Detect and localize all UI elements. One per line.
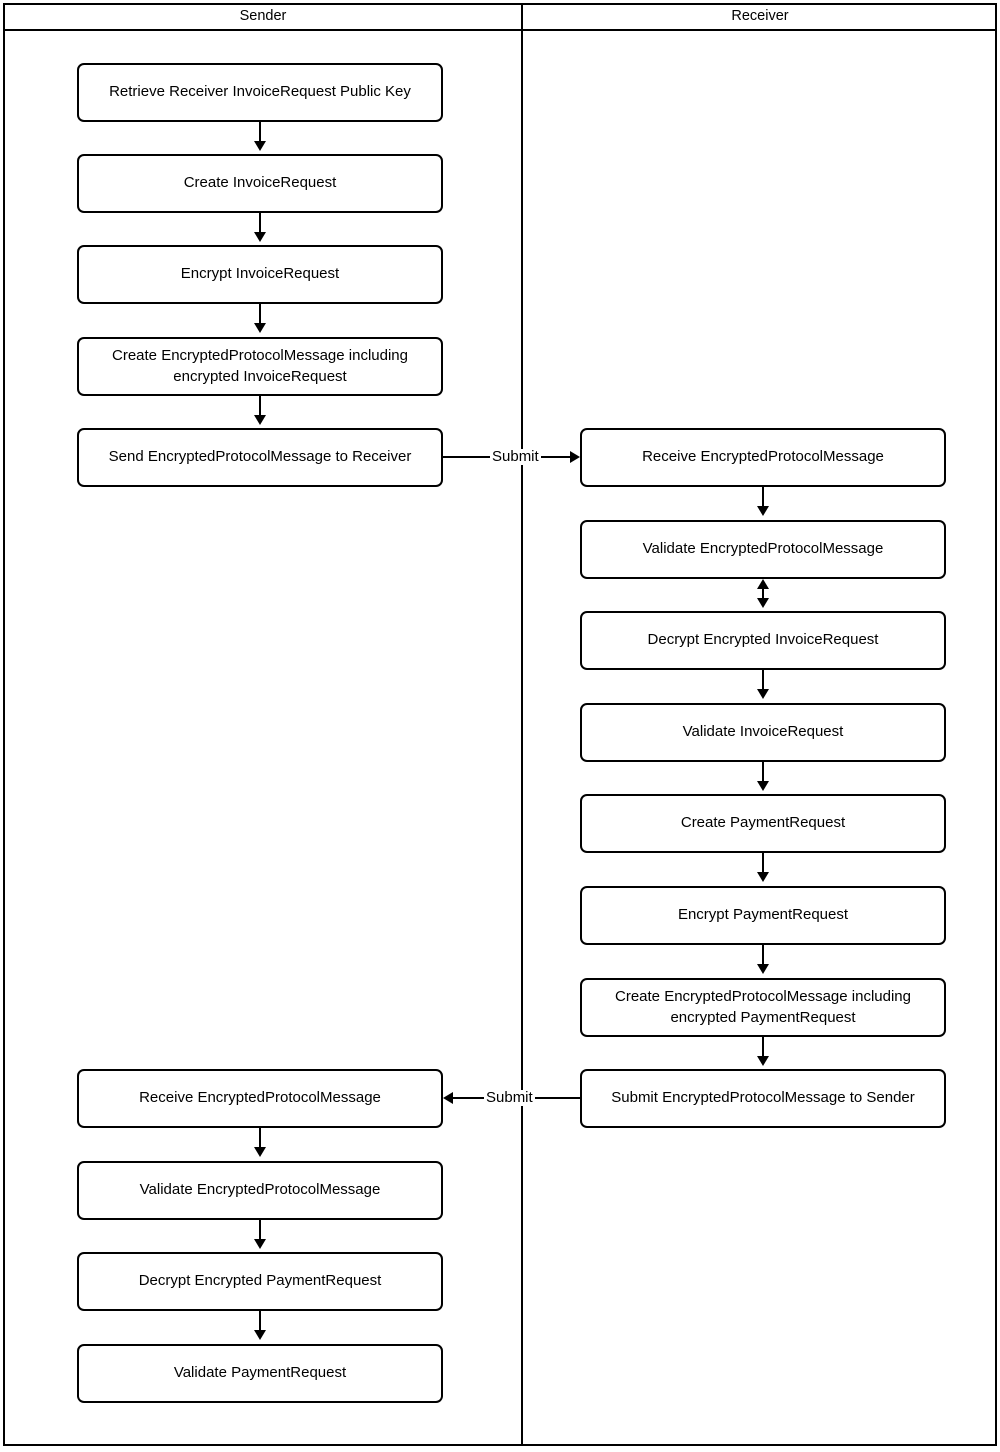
node-validate-epm-sender[interactable]: Validate EncryptedProtocolMessage xyxy=(77,1161,443,1220)
node-validate-epm-receiver[interactable]: Validate EncryptedProtocolMessage xyxy=(580,520,946,579)
connector-r1-r2-arrow xyxy=(757,506,769,516)
connector-s8-s9-arrow xyxy=(254,1330,266,1340)
connector-r3-r4-arrow xyxy=(757,689,769,699)
node-label-line2: encrypted InvoiceRequest xyxy=(173,367,347,385)
connector-s6-s7-line xyxy=(259,1128,261,1148)
connector-s2-s3-arrow xyxy=(254,232,266,242)
node-label-line1: Create EncryptedProtocolMessage includin… xyxy=(112,347,408,365)
connector-r2-r3-line xyxy=(762,586,764,600)
node-label: Decrypt Encrypted InvoiceRequest xyxy=(647,631,879,649)
node-label: Encrypt InvoiceRequest xyxy=(180,265,340,283)
connector-cross-bottom-arrow xyxy=(443,1092,453,1104)
connector-s1-s2-arrow xyxy=(254,141,266,151)
node-encrypt-invoicerequest[interactable]: Encrypt InvoiceRequest xyxy=(77,245,443,304)
connector-s8-s9-line xyxy=(259,1311,261,1331)
connector-cross-top-arrow xyxy=(570,451,580,463)
connector-s7-s8-line xyxy=(259,1220,261,1240)
node-label: Create InvoiceRequest xyxy=(183,174,337,192)
node-validate-invoicerequest[interactable]: Validate InvoiceRequest xyxy=(580,703,946,762)
connector-s4-s5-arrow xyxy=(254,415,266,425)
node-label: Create PaymentRequest xyxy=(680,814,846,832)
connector-r2-r3-arrow-up xyxy=(757,579,769,589)
swimlane-header-rule xyxy=(3,29,997,31)
node-label-line2: encrypted PaymentRequest xyxy=(670,1008,856,1026)
connector-r6-r7-line xyxy=(762,945,764,965)
node-create-paymentrequest[interactable]: Create PaymentRequest xyxy=(580,794,946,853)
connector-s2-s3-line xyxy=(259,213,261,233)
edge-label-submit-to-sender: Submit xyxy=(484,1089,535,1106)
lane-title-sender: Sender xyxy=(239,8,287,24)
connector-r4-r5-arrow xyxy=(757,781,769,791)
connector-s3-s4-arrow xyxy=(254,323,266,333)
connector-s6-s7-arrow xyxy=(254,1147,266,1157)
node-label-line1: Create EncryptedProtocolMessage includin… xyxy=(615,988,911,1006)
node-create-epm-invoicerequest[interactable]: Create EncryptedProtocolMessage includin… xyxy=(77,337,443,396)
connector-s7-s8-arrow xyxy=(254,1239,266,1249)
node-send-epm-to-receiver[interactable]: Send EncryptedProtocolMessage to Receive… xyxy=(77,428,443,487)
connector-s3-s4-line xyxy=(259,304,261,324)
node-label: Receive EncryptedProtocolMessage xyxy=(139,1089,381,1107)
node-create-epm-paymentrequest[interactable]: Create EncryptedProtocolMessage includin… xyxy=(580,978,946,1037)
node-receive-epm-receiver[interactable]: Receive EncryptedProtocolMessage xyxy=(580,428,946,487)
node-label: Validate EncryptedProtocolMessage xyxy=(139,1181,381,1199)
node-decrypt-encrypted-invoicerequest[interactable]: Decrypt Encrypted InvoiceRequest xyxy=(580,611,946,670)
node-create-invoicerequest[interactable]: Create InvoiceRequest xyxy=(77,154,443,213)
edge-label-submit-to-receiver: Submit xyxy=(490,448,541,465)
connector-r7-r8-arrow xyxy=(757,1056,769,1066)
node-validate-paymentrequest[interactable]: Validate PaymentRequest xyxy=(77,1344,443,1403)
node-label-block: Create EncryptedProtocolMessage includin… xyxy=(112,346,408,387)
connector-r1-r2-line xyxy=(762,487,764,507)
node-label: Validate EncryptedProtocolMessage xyxy=(642,540,884,558)
connector-r4-r5-line xyxy=(762,762,764,782)
connector-r6-r7-arrow xyxy=(757,964,769,974)
connector-s1-s2-line xyxy=(259,122,261,142)
lane-title-receiver: Receiver xyxy=(731,8,789,24)
connector-r7-r8-line xyxy=(762,1037,764,1057)
node-label-block: Create EncryptedProtocolMessage includin… xyxy=(615,987,911,1028)
node-label: Validate InvoiceRequest xyxy=(682,723,844,741)
connector-r3-r4-line xyxy=(762,670,764,690)
node-label: Retrieve Receiver InvoiceRequest Public … xyxy=(109,83,411,101)
node-label: Receive EncryptedProtocolMessage xyxy=(642,448,884,466)
connector-r2-r3-arrow-down xyxy=(757,598,769,608)
node-label: Send EncryptedProtocolMessage to Receive… xyxy=(108,448,412,466)
node-receive-epm-sender[interactable]: Receive EncryptedProtocolMessage xyxy=(77,1069,443,1128)
node-label: Decrypt Encrypted PaymentRequest xyxy=(138,1272,382,1290)
node-retrieve-receiver-public-key[interactable]: Retrieve Receiver InvoiceRequest Public … xyxy=(77,63,443,122)
node-label: Encrypt PaymentRequest xyxy=(677,906,849,924)
connector-r5-r6-arrow xyxy=(757,872,769,882)
node-decrypt-encrypted-paymentrequest[interactable]: Decrypt Encrypted PaymentRequest xyxy=(77,1252,443,1311)
node-label: Submit EncryptedProtocolMessage to Sende… xyxy=(611,1089,915,1107)
node-label: Validate PaymentRequest xyxy=(173,1364,347,1382)
connector-r5-r6-line xyxy=(762,853,764,873)
swimlane-divider xyxy=(521,3,523,1446)
node-encrypt-paymentrequest[interactable]: Encrypt PaymentRequest xyxy=(580,886,946,945)
node-submit-epm-to-sender[interactable]: Submit EncryptedProtocolMessage to Sende… xyxy=(580,1069,946,1128)
connector-s4-s5-line xyxy=(259,396,261,416)
